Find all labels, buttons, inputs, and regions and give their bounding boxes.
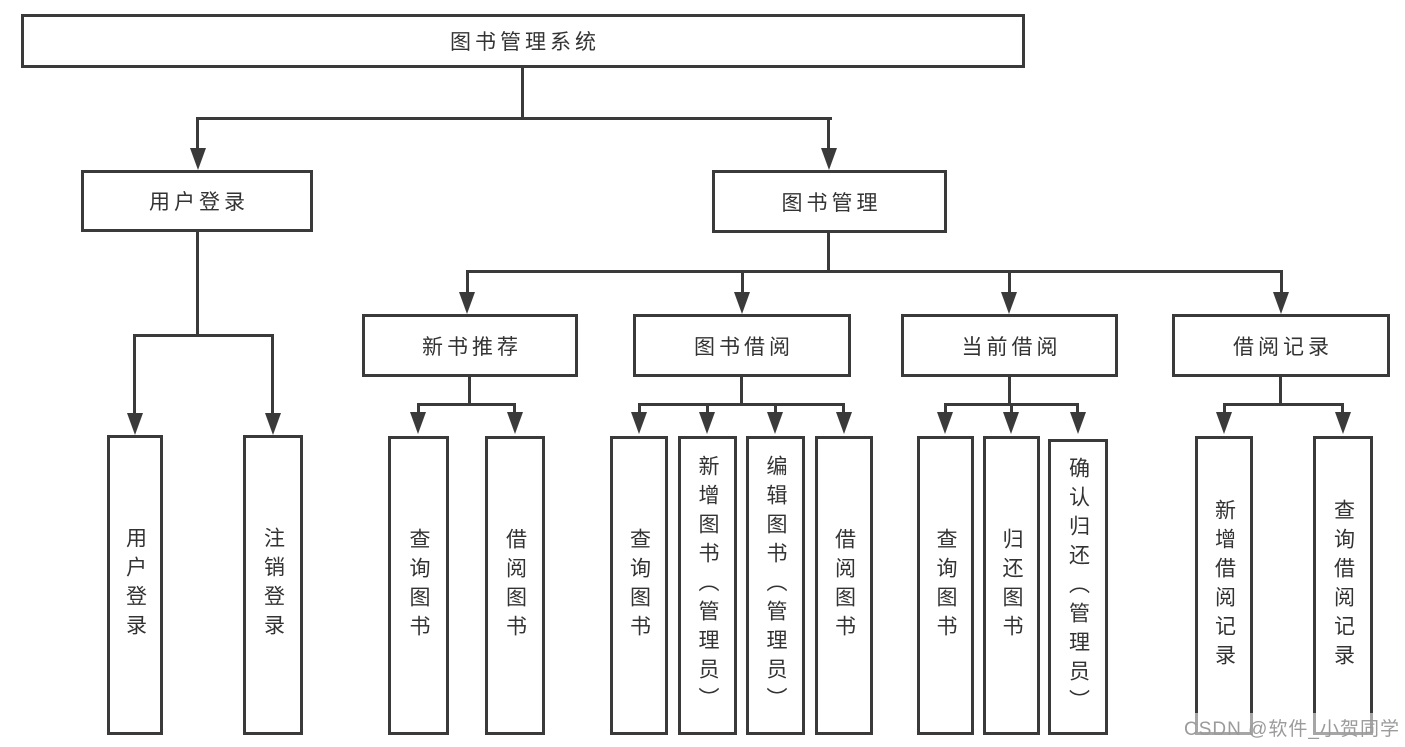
arrowhead (507, 412, 523, 434)
leaf-logout: 注销登录 (243, 435, 303, 735)
connector-line (466, 270, 469, 294)
connector-line (1008, 270, 1011, 294)
connector-line (774, 403, 777, 414)
connector-line (1076, 403, 1079, 414)
arrowhead (821, 148, 837, 170)
leaf-user-login: 用户登录 (107, 435, 163, 735)
connector-line (827, 233, 830, 273)
arrowhead (836, 412, 852, 434)
arrowhead (265, 413, 281, 435)
connector-line (944, 403, 947, 414)
arrowhead (631, 412, 647, 434)
arrowhead (699, 412, 715, 434)
connector-line (521, 68, 524, 120)
connector-line (196, 232, 199, 337)
node-new-book-recommend: 新书推荐 (362, 314, 578, 377)
connector-line (638, 403, 845, 406)
node-borrow-records: 借阅记录 (1172, 314, 1390, 377)
connector-line (740, 377, 743, 406)
node-book-management: 图书管理 (712, 170, 947, 233)
arrowhead (1216, 412, 1232, 434)
csdn-watermark: CSDN @软件_小贺同学 (1180, 713, 1404, 742)
arrowhead (1070, 412, 1086, 434)
node-current-borrow: 当前借阅 (901, 314, 1118, 377)
connector-line (842, 403, 845, 414)
arrowhead (1273, 292, 1289, 314)
connector-line (638, 403, 641, 414)
connector-line (706, 403, 709, 414)
leaf-edit-book-admin: 编辑图书（管理员） (746, 436, 805, 735)
arrowhead (410, 412, 426, 434)
leaf-query-books-a: 查询图书 (388, 436, 449, 735)
arrowhead (937, 412, 953, 434)
node-book-borrow: 图书借阅 (633, 314, 851, 377)
connector-line (468, 377, 471, 406)
leaf-borrow-books-b: 借阅图书 (815, 436, 873, 735)
connector-line (513, 403, 516, 414)
leaf-query-books-b: 查询图书 (610, 436, 668, 735)
arrowhead (190, 148, 206, 170)
connector-line (417, 403, 516, 406)
connector-line (1280, 270, 1283, 294)
arrowhead (1001, 292, 1017, 314)
arrowhead (1003, 412, 1019, 434)
connector-line (1279, 377, 1282, 406)
arrowhead (1335, 412, 1351, 434)
connector-line (1341, 403, 1344, 414)
connector-line (196, 117, 199, 149)
connector-line (1008, 377, 1011, 406)
leaf-borrow-books-a: 借阅图书 (485, 436, 545, 735)
leaf-add-book-admin: 新增图书（管理员） (678, 436, 737, 735)
leaf-return-book: 归还图书 (983, 436, 1040, 735)
node-library-management-system: 图书管理系统 (21, 14, 1025, 68)
connector-line (133, 334, 274, 337)
connector-line (466, 270, 1283, 273)
arrowhead (734, 292, 750, 314)
connector-line (741, 270, 744, 294)
leaf-add-borrow-record: 新增借阅记录 (1195, 436, 1253, 735)
connector-line (271, 334, 274, 414)
arrowhead (767, 412, 783, 434)
connector-line (133, 334, 136, 414)
leaf-query-borrow-record: 查询借阅记录 (1313, 436, 1373, 735)
leaf-query-books-c: 查询图书 (917, 436, 974, 735)
arrowhead (459, 292, 475, 314)
connector-line (1010, 403, 1013, 414)
connector-line (417, 403, 420, 414)
connector-line (196, 117, 832, 120)
leaf-confirm-return-admin: 确认归还（管理员） (1048, 439, 1108, 735)
connector-line (1223, 403, 1226, 414)
arrowhead (127, 413, 143, 435)
node-user-login: 用户登录 (81, 170, 313, 232)
connector-line (827, 117, 830, 149)
connector-line (1223, 403, 1344, 406)
